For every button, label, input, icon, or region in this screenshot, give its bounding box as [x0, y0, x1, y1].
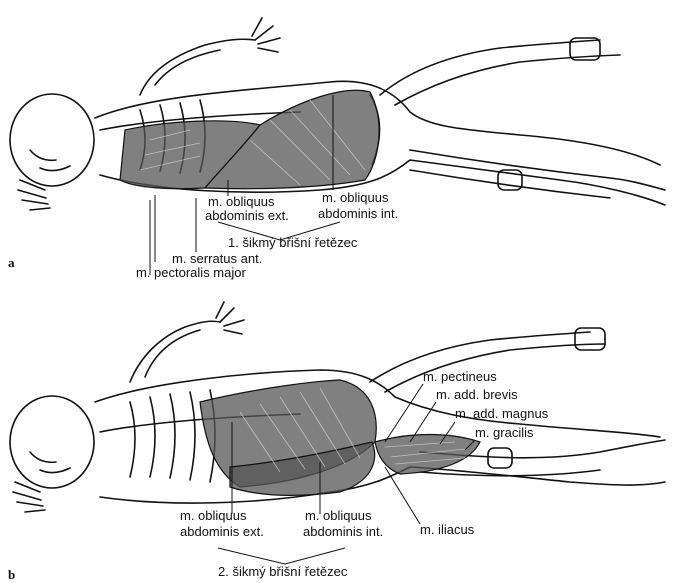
label-gracilis: m. gracilis [475, 426, 534, 440]
leg-lower [410, 150, 665, 190]
arm-upper [140, 39, 255, 95]
label-obliquus-int-line1: m. obliquus [322, 191, 388, 205]
label-chain-1: 1. šikmý břišní řetězec [228, 236, 357, 250]
panel-a: a m. obliquus abdominis ext. m. obliquus… [0, 0, 675, 292]
label-add-brevis: m. add. brevis [436, 388, 518, 402]
label-obliquus-ext-line2: abdominis ext. [180, 525, 264, 539]
skull [10, 396, 94, 488]
label-obliquus-int-line1: m. obliquus [305, 509, 371, 523]
body-outline [95, 370, 660, 437]
panel-b: b m. pectineus m. add. brevis m. add. ma… [0, 292, 675, 583]
label-obliquus-int-line2: abdominis int. [303, 525, 383, 539]
label-chain-2: 2. šikmý břišní řetězec [218, 565, 347, 579]
muscle-adductors [375, 435, 480, 475]
arm-upper [130, 321, 220, 382]
label-obliquus-ext-line1: m. obliquus [208, 195, 274, 209]
label-iliacus: m. iliacus [420, 523, 474, 537]
anatomical-figure-b [0, 292, 675, 583]
panel-letter-a: a [8, 255, 15, 271]
label-pectoralis: m. pectoralis major [136, 266, 246, 280]
label-serratus: m. serratus ant. [172, 252, 262, 266]
label-obliquus-ext-line1: m. obliquus [180, 509, 246, 523]
label-add-magnus: m. add. magnus [455, 407, 548, 421]
label-obliquus-int-line2: abdominis int. [318, 207, 398, 221]
label-obliquus-ext-line2: abdominis ext. [205, 209, 289, 223]
skull [10, 94, 94, 186]
label-pectineus: m. pectineus [423, 370, 497, 384]
panel-letter-b: b [8, 567, 15, 583]
